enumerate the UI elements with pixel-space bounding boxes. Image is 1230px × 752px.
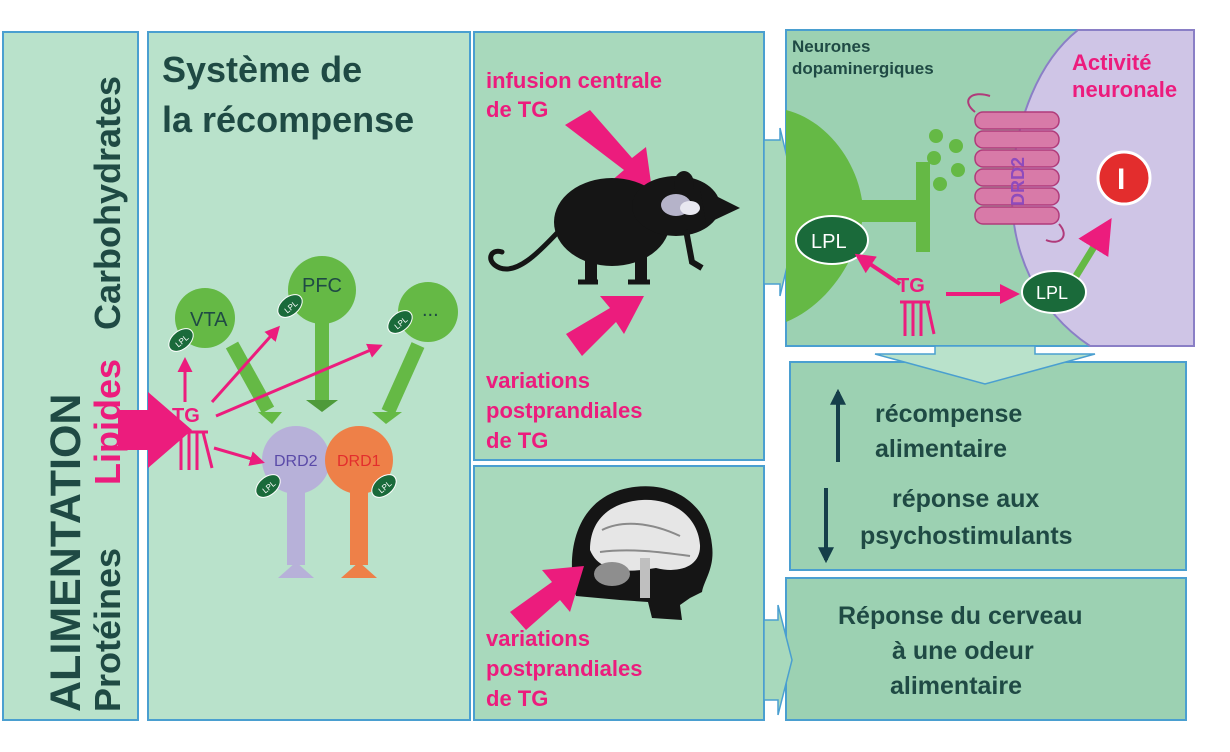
infusion-line1: infusion centrale <box>486 68 662 93</box>
lpl-badge-vta: LPL <box>168 328 194 352</box>
reward-outcome-panel <box>789 361 1187 571</box>
lpl-bubble-right <box>1021 270 1087 314</box>
sidebar-proteines: Protéines <box>87 548 128 712</box>
lpl-left-label: LPL <box>811 231 847 253</box>
tg-target-arrows <box>177 325 383 466</box>
other-neuron <box>372 282 458 424</box>
more-label: ... <box>422 299 439 321</box>
lpl-right-label: LPL <box>1036 283 1068 303</box>
drd1-neuron <box>325 426 393 578</box>
lpl-badge-drd1: LPL <box>371 474 397 498</box>
tg-molecule-icon <box>176 430 214 470</box>
drd2-receptor-label: DRD2 <box>1008 157 1028 206</box>
tg-label: TG <box>172 405 200 427</box>
mouse-icon <box>488 171 740 285</box>
brain-variations-line2: postprandiales <box>486 656 642 681</box>
dopaminergic-neuron-terminal <box>786 110 930 322</box>
neurons-label-line1: Neurones <box>792 37 870 56</box>
inhibition-label: I <box>1117 163 1125 196</box>
inhibition-icon <box>1096 150 1152 206</box>
brain-outcome-line2: à une odeur <box>892 637 1034 665</box>
sidebar-panel <box>2 31 139 721</box>
drd2-label: DRD2 <box>274 453 318 470</box>
lipid-input-arrow-icon <box>118 392 192 468</box>
synapse-tg-label: TG <box>897 275 925 297</box>
brain-variations-line3: de TG <box>486 686 548 711</box>
brain-outcome-panel <box>785 577 1187 721</box>
reward-outcome-line2: alimentaire <box>875 435 1007 463</box>
brain-arrow-icon <box>510 566 584 630</box>
pfc-neuron <box>288 256 356 412</box>
reward-title-line1: Système de <box>162 49 362 90</box>
variations-line3: de TG <box>486 428 548 453</box>
dopamine-vesicles <box>927 129 965 191</box>
lpl-bubble-left <box>795 215 869 265</box>
sidebar-title: ALIMENTATION <box>42 394 90 712</box>
vta-label: VTA <box>190 309 228 331</box>
head-brain-icon <box>571 486 713 620</box>
drd1-label: DRD1 <box>337 453 381 470</box>
down-chevron-icon <box>874 345 1096 385</box>
infusion-line2: de TG <box>486 97 548 122</box>
lpl-badge-other: LPL <box>387 310 413 334</box>
variations-line1: variations <box>486 368 590 393</box>
activity-label-line1: Activité <box>1072 50 1151 75</box>
infusion-arrow-icon <box>565 110 652 190</box>
brain-outcome-line1: Réponse du cerveau <box>838 602 1083 630</box>
reward-outcome-line1: récompense <box>875 400 1022 428</box>
pfc-label: PFC <box>302 275 342 297</box>
brain-outcome-line3: alimentaire <box>890 672 1022 700</box>
psycho-outcome-line1: réponse aux <box>892 485 1039 513</box>
sidebar-carbohydrates: Carbohydrates <box>87 76 128 330</box>
brain-variations-line1: variations <box>486 626 590 651</box>
postprandial-arrow-icon <box>566 296 644 356</box>
reward-title-line2: la récompense <box>162 99 414 140</box>
neurons-label-line2: dopaminergiques <box>792 59 934 78</box>
drd2-receptor <box>967 93 1065 243</box>
chevron-arrow-icon <box>763 604 793 716</box>
synapse-arrows <box>854 218 1112 304</box>
variations-line2: postprandiales <box>486 398 642 423</box>
lpl-badge-pfc: LPL <box>277 294 303 318</box>
activity-label-line2: neuronale <box>1072 77 1177 102</box>
psycho-outcome-line2: psychostimulants <box>860 522 1073 550</box>
lpl-badge-drd2: LPL <box>255 474 281 498</box>
synapse-tg-molecule-icon <box>900 300 936 336</box>
